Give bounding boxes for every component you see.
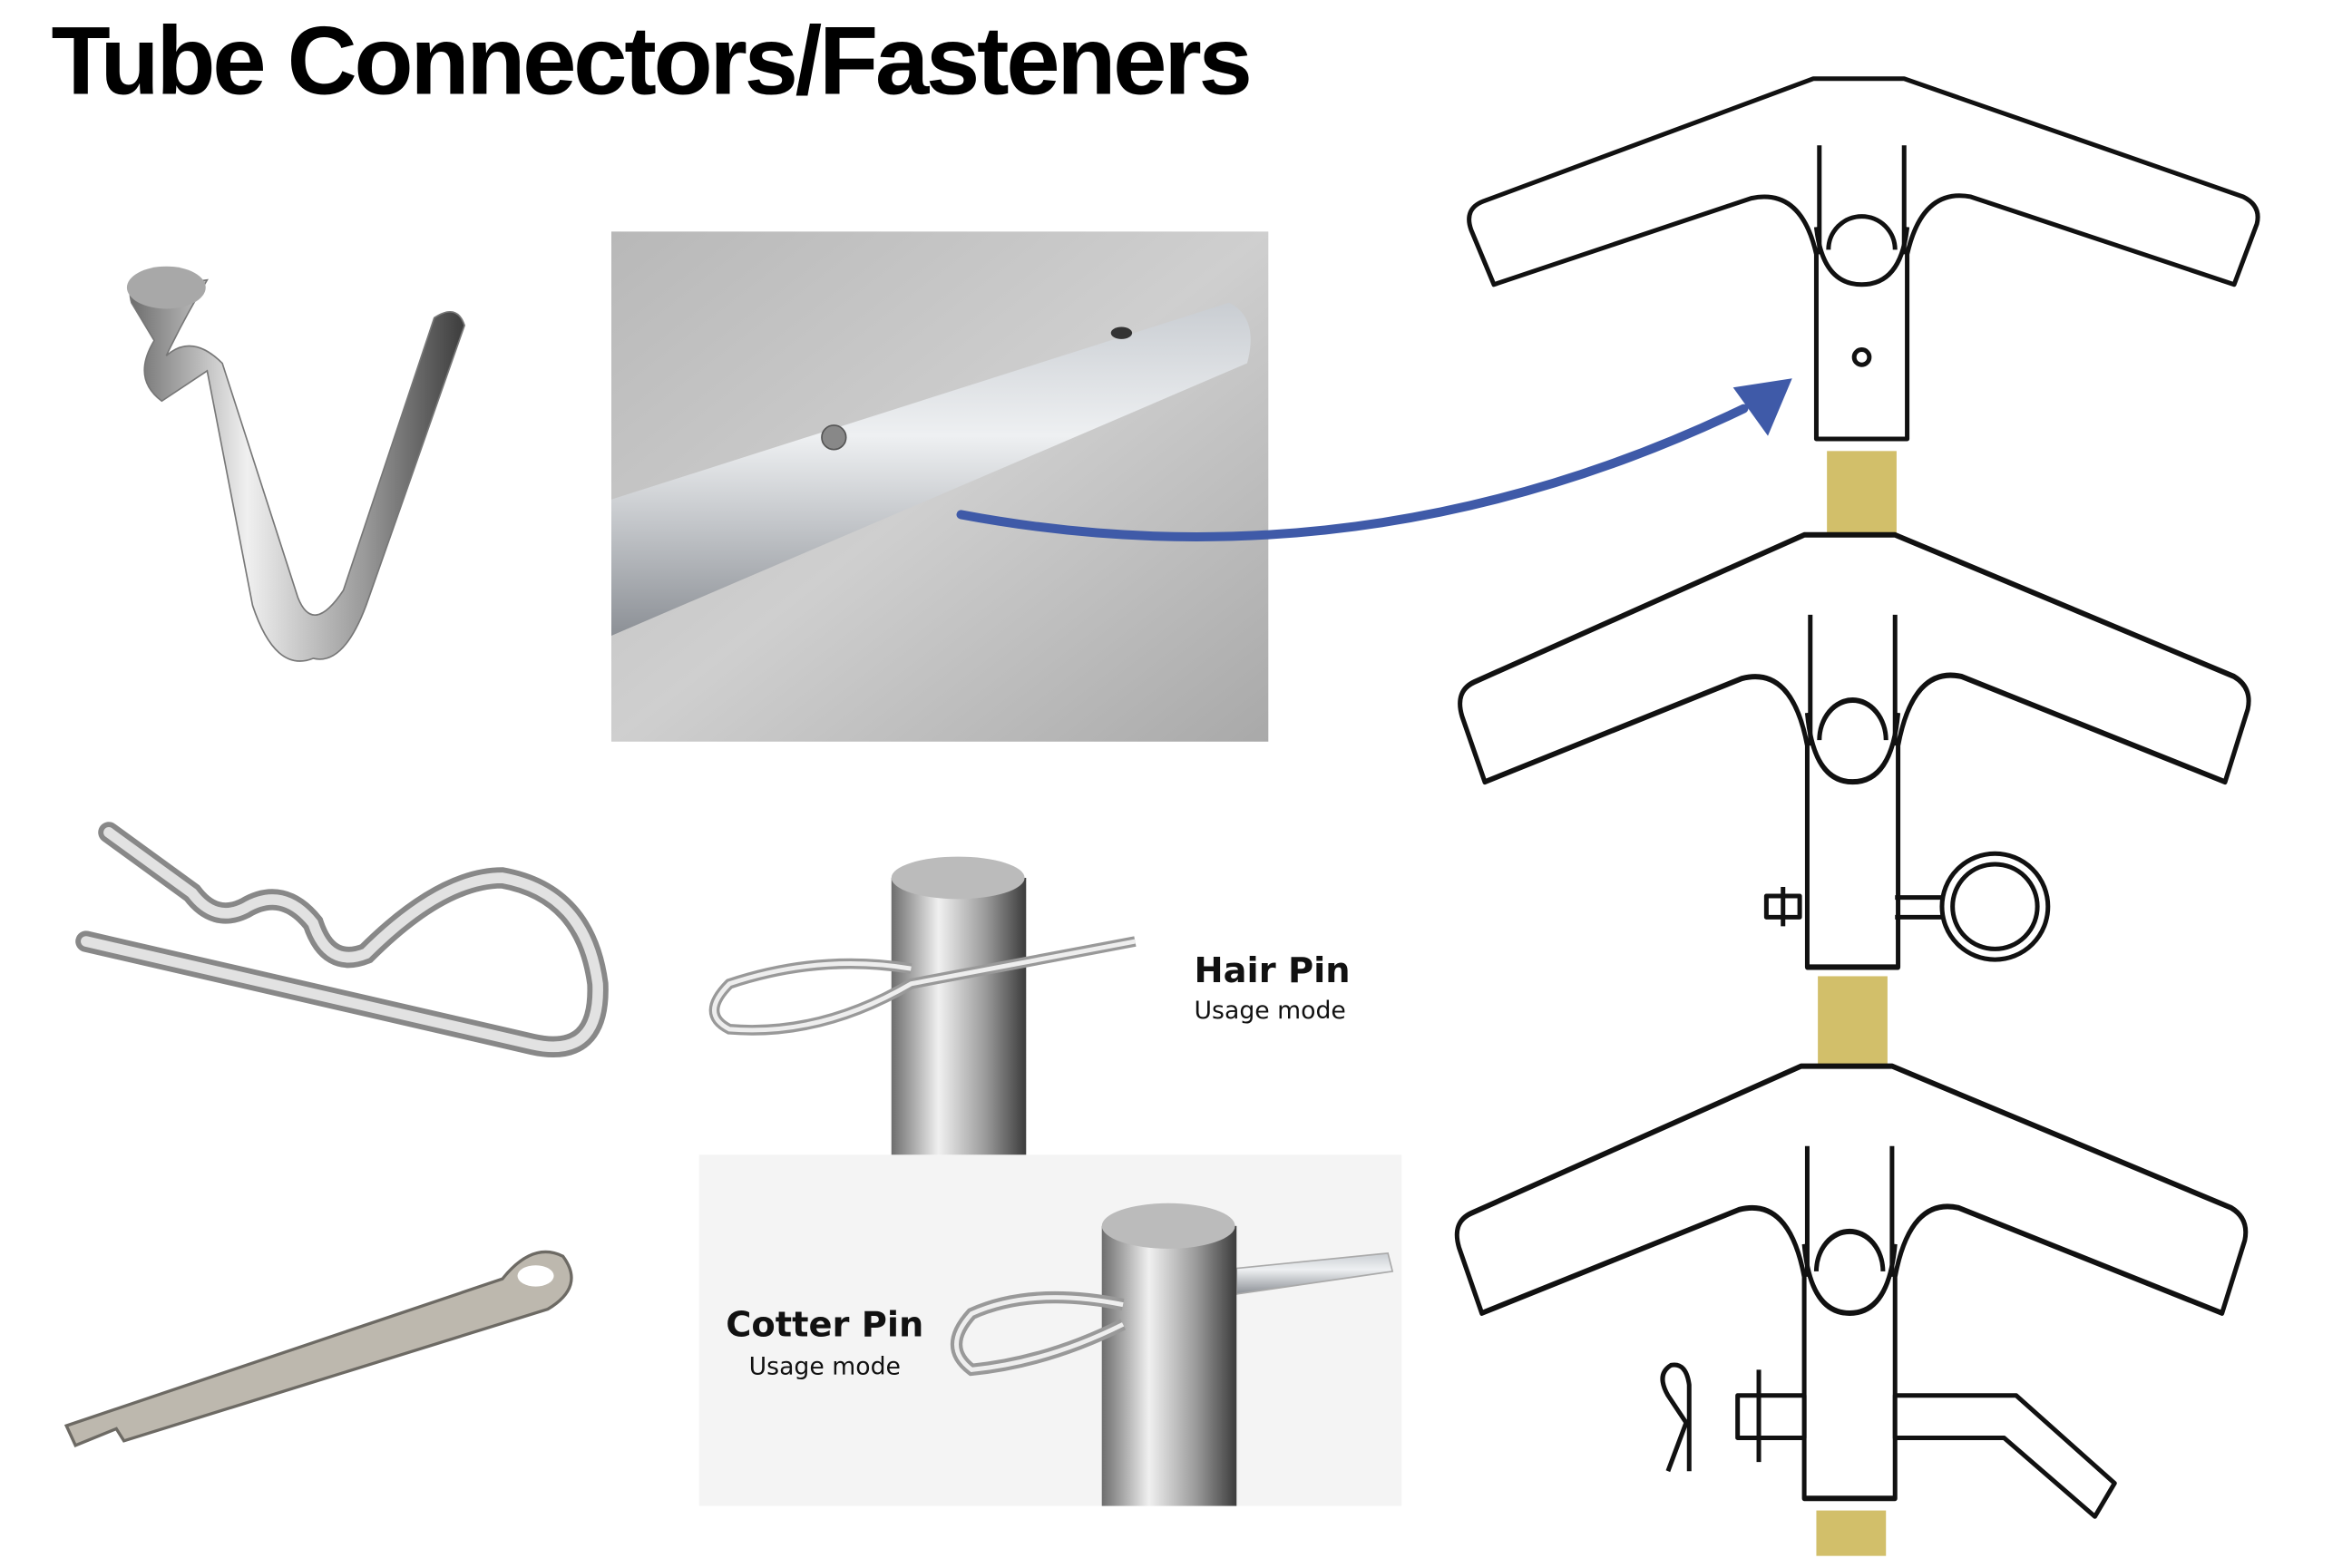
tube-photo [610, 231, 1269, 742]
hair-pin-sublabel: Usage mode [1195, 997, 1346, 1025]
page-title: Tube Connectors/Fasteners [51, 5, 1249, 114]
arrowhead-icon [1732, 378, 1792, 436]
tube [1816, 1510, 1887, 1556]
cotter-pin-sublabel: Usage mode [749, 1352, 901, 1380]
cotter-pin-image [63, 1250, 573, 1447]
hair-pin-usage-image [708, 856, 1137, 1155]
handle-diagram-cotter-pin [1457, 1066, 2245, 1556]
hair-pin-image [75, 822, 609, 1057]
spring-button [821, 424, 847, 451]
cotter-pin-label: Cotter Pin [726, 1305, 923, 1346]
r-clip-icon [1660, 1362, 1692, 1473]
hair-pin-label: Hair Pin [1195, 950, 1351, 991]
hole [1851, 347, 1872, 367]
cotter-pin-usage-panel [698, 1154, 1402, 1506]
tube-hole [1110, 326, 1133, 339]
v-spring-clip-image [126, 266, 465, 662]
handle-diagram-hair-pin [1460, 535, 2249, 1106]
insert-arrow [956, 378, 1792, 541]
handle-diagram-spring-clip [1469, 79, 2258, 588]
